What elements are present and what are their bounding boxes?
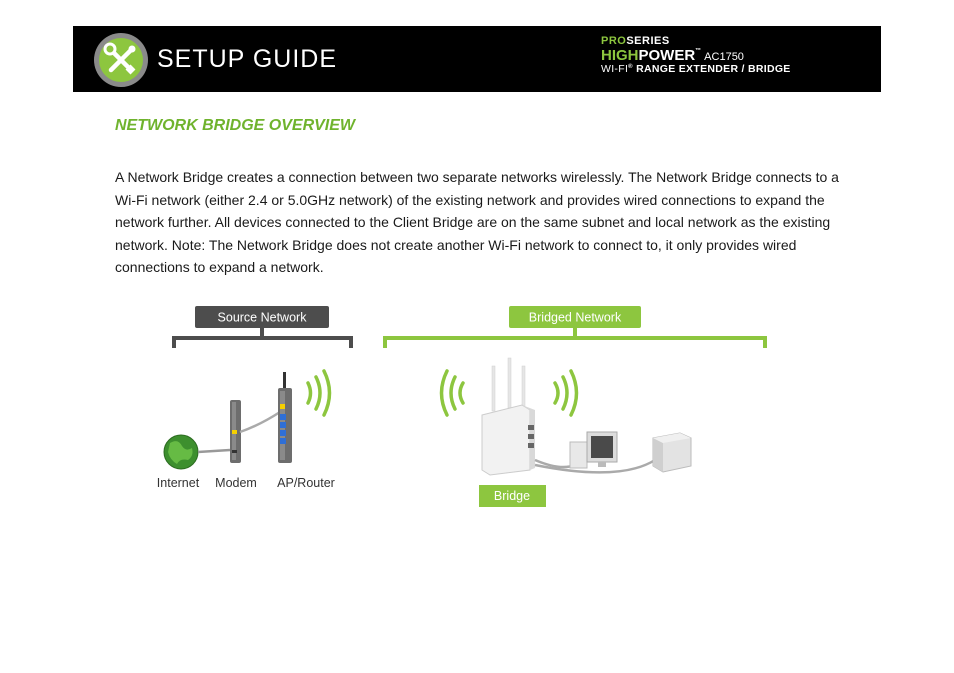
bridge-device-icon xyxy=(481,357,535,476)
bridged-bracket xyxy=(383,328,767,348)
brand-wifi: WI-FI xyxy=(601,63,629,75)
wifi-waves-icon xyxy=(306,369,332,417)
modem-icon xyxy=(230,400,241,463)
brand-tm: ™ xyxy=(695,48,702,54)
bridged-network-label: Bridged Network xyxy=(509,306,641,328)
desktop-computer-icon xyxy=(569,431,618,469)
modem-label: Modem xyxy=(215,476,257,490)
section-paragraph: A Network Bridge creates a connection be… xyxy=(115,169,839,275)
bridge-label: Bridge xyxy=(479,485,546,507)
svg-text:Bridge: Bridge xyxy=(494,489,530,503)
brand-power: POWER xyxy=(638,47,696,64)
wifi-waves-icon xyxy=(439,369,465,417)
svg-text:Bridged Network: Bridged Network xyxy=(529,311,622,325)
brand-product: RANGE EXTENDER / BRIDGE xyxy=(636,63,791,75)
router-label: AP/Router xyxy=(277,476,335,490)
internet-label: Internet xyxy=(157,476,200,490)
brand-model: AC1750 xyxy=(704,51,744,63)
server-box-icon xyxy=(652,432,692,473)
tools-icon xyxy=(94,33,148,87)
router-icon xyxy=(278,372,292,463)
brand-pro: PRO xyxy=(601,35,627,47)
brand-high: HIGH xyxy=(601,47,639,64)
section-title: NETWORK BRIDGE OVERVIEW xyxy=(115,117,356,134)
source-bracket xyxy=(172,328,353,348)
wifi-waves-icon xyxy=(553,369,579,417)
network-bridge-diagram: Source Network Bridged Network xyxy=(157,306,767,507)
brand-series: SERIES xyxy=(626,35,670,47)
page-title: SETUP GUIDE xyxy=(157,45,338,73)
source-network-label: Source Network xyxy=(195,306,329,328)
globe-icon xyxy=(163,434,199,470)
svg-text:Source Network: Source Network xyxy=(218,311,308,325)
brand-reg: ® xyxy=(628,64,633,70)
